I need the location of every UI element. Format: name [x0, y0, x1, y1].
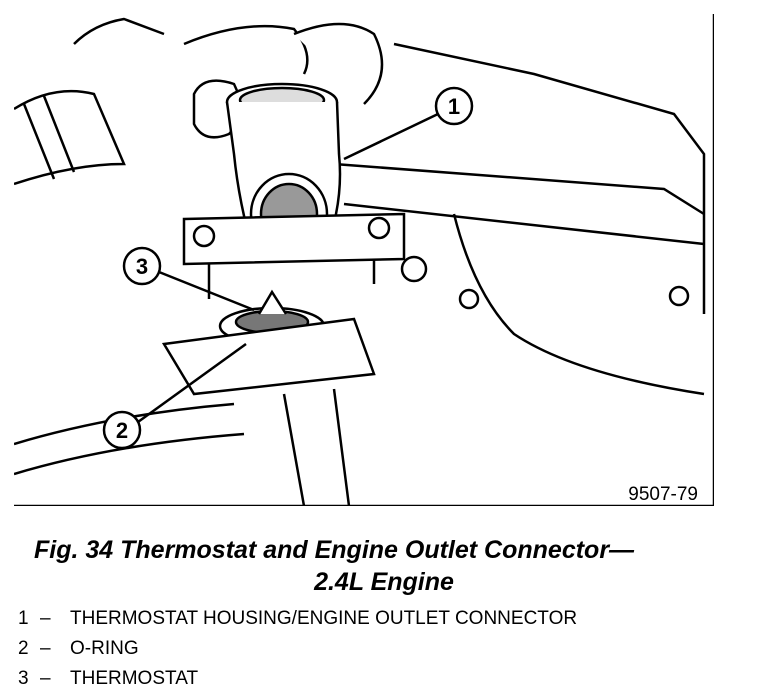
- legend-number: 2: [18, 638, 29, 659]
- legend-dash: –: [40, 638, 51, 659]
- caption-line-2: 2.4L Engine: [314, 568, 454, 596]
- legend-item: 2 – O-RING: [18, 634, 577, 664]
- legend-number: 3: [18, 668, 29, 689]
- legend-item: 3 – THERMOSTAT: [18, 664, 577, 694]
- callout-3-label: 3: [136, 254, 148, 279]
- legend-text: O-RING: [70, 638, 139, 659]
- figure-caption: Fig. 34 Thermostat and Engine Outlet Con…: [0, 534, 768, 598]
- legend-text: THERMOSTAT HOUSING/ENGINE OUTLET CONNECT…: [70, 608, 578, 629]
- legend-dash: –: [40, 668, 51, 689]
- callout-legend: 1 – THERMOSTAT HOUSING/ENGINE OUTLET CON…: [18, 604, 577, 694]
- engine-thermostat-illustration: 1 3 2 9507-79: [14, 14, 714, 506]
- callout-2-label: 2: [116, 418, 128, 443]
- caption-line-1: Fig. 34 Thermostat and Engine Outlet Con…: [34, 536, 635, 564]
- legend-item: 1 – THERMOSTAT HOUSING/ENGINE OUTLET CON…: [18, 604, 577, 634]
- figure-code: 9507-79: [628, 484, 698, 505]
- callout-1-label: 1: [448, 94, 460, 119]
- legend-text: THERMOSTAT: [70, 668, 199, 689]
- legend-number: 1: [18, 608, 29, 629]
- legend-dash: –: [40, 608, 51, 629]
